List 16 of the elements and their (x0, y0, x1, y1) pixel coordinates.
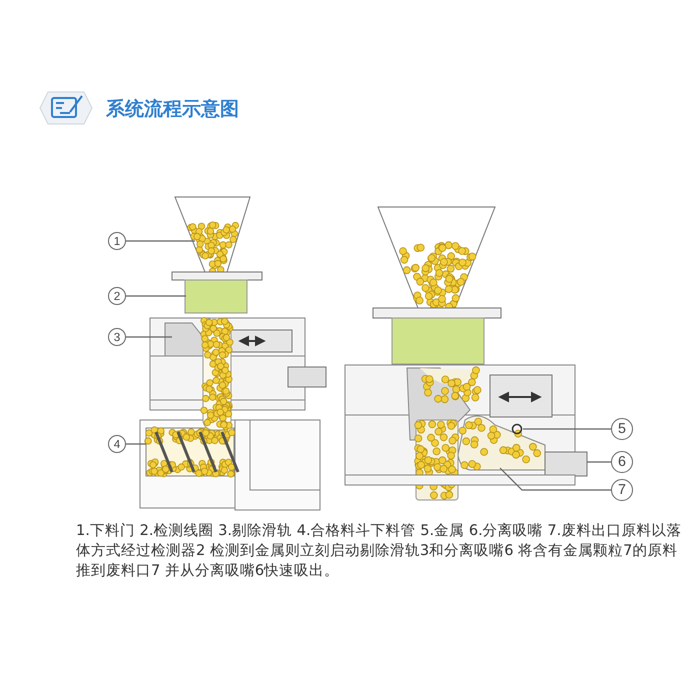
callout-number: 2 (108, 287, 126, 305)
callout-number: 7 (611, 479, 633, 501)
callout-number: 5 (611, 418, 633, 440)
leader-line (126, 240, 195, 242)
leader-line (126, 295, 186, 297)
callout-number: 3 (108, 328, 126, 346)
title: 系统流程示意图 (106, 97, 239, 122)
caption: 1.下料门 2.检测线圈 3.剔除滑轨 4.合格料斗下料管 5.金属 6.分离吸嘴 7.废料出口原料以落体方式经过检测器2 检测到金属则立刻启动剔除滑轨3和分离吸嘴6 将含有金属颗粒7的原料推到废料口7 并从分离吸嘴6快速吸出。 (76, 521, 682, 581)
leader-line (126, 336, 172, 338)
leader-line (500, 468, 611, 491)
leader-line (126, 443, 146, 445)
leader-line (523, 428, 611, 430)
callout-number: 1 (108, 232, 126, 250)
callout-number: 4 (108, 435, 126, 453)
leader-line (587, 461, 611, 463)
callout-number: 6 (611, 451, 633, 473)
